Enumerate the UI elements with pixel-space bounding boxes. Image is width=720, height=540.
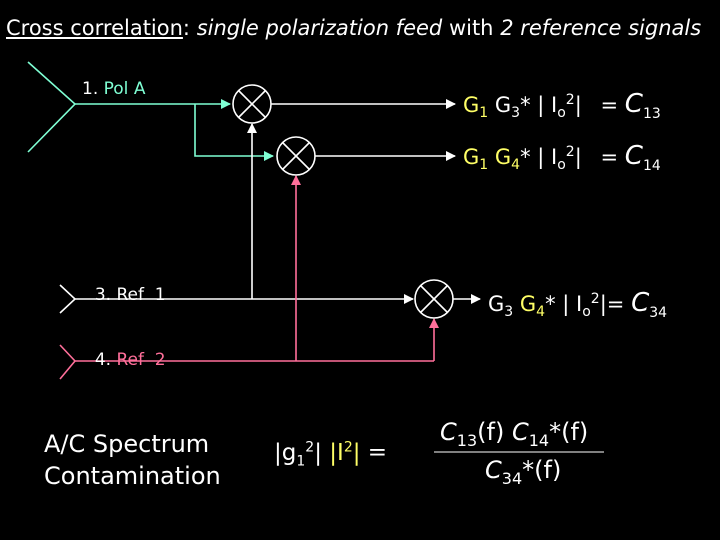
c13-equals: = [600,93,619,117]
pol-a-branch-line [194,104,274,161]
ref1-number: 3. [94,285,112,305]
title-colon: : [182,16,190,40]
formula-lhs: |g12| |I2| = [274,440,387,468]
pol-a-feed [27,61,274,161]
page-title: Cross correlation: single polarization f… [6,18,701,39]
num-c13: C13(f) [440,418,505,450]
lhs-i-term: |I2| [329,439,361,466]
formula-numerator: C13(f) C14*(f) [440,420,588,449]
pol-a-name: Pol A [103,79,146,99]
lhs-equals: = [367,439,388,466]
input-label-ref2: 4. Ref 2 [84,335,166,369]
input-label-ref1: 3. Ref 1 [84,270,166,304]
c14-power: * | Io2| [520,144,582,174]
output-c13-equation: G1 G3* | Io2| = C13 [463,91,661,121]
contamination-line1: A/C Spectrum [44,430,210,458]
title-part1: single polarization feed [196,16,443,40]
ref2-name: Ref 2 [116,350,166,370]
mixer-3 [414,279,454,319]
ref1-feed [59,123,414,314]
ref1-name: Ref 1 [116,285,166,305]
c14-g4: G4 [494,145,521,174]
ref2-number: 4. [94,350,112,370]
title-prefix: Cross correlation [6,16,183,40]
ref2-feed [59,175,439,380]
c13-power: * | Io2| [520,92,582,122]
contamination-label: A/C Spectrum Contamination [44,428,221,492]
c14-result: C14 [624,141,661,175]
den-c34: C34*(f) [485,456,562,488]
output-c14-equation: G1 G4* | Io2| = C14 [463,143,661,173]
pol-a-antenna-icon [27,61,77,153]
input-label-pol-a: 1. Pol A [82,81,145,98]
c13-g1: G1 [463,93,489,122]
c34-power: * | Io2|= [545,291,625,321]
title-part2: 2 reference signals [500,16,702,40]
pol-a-number: 1. [82,79,99,99]
c34-g3: G3 [488,292,514,321]
c34-result: C34 [631,288,668,322]
mixer-1 [232,84,272,124]
ref1-antenna-icon [59,284,77,314]
contamination-line2: Contamination [44,462,221,490]
num-c14: C14*(f) [511,418,589,450]
output-c34-equation: G3 G4* | Io2|= C34 [488,290,667,320]
formula-denominator: C34*(f) [485,458,561,487]
c13-g3: G3 [494,93,521,122]
c14-equals: = [600,145,619,169]
c14-g1: G1 [463,145,489,174]
mixer-2 [276,136,316,176]
lhs-g1-term: |g12| [274,439,322,470]
c13-result: C13 [624,89,661,123]
title-mid: with [448,16,494,40]
ref2-antenna-icon [59,344,77,380]
c34-g4: G4 [519,292,546,321]
